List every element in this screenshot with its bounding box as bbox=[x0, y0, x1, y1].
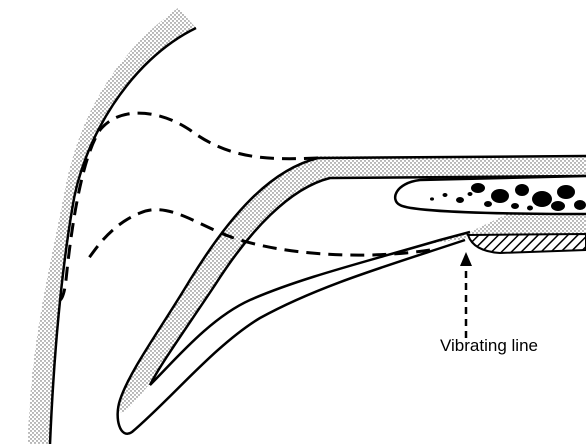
vibrating-line-arrowhead bbox=[460, 252, 472, 266]
vibrating-line-label: Vibrating line bbox=[440, 336, 538, 356]
hatched-structure bbox=[468, 234, 586, 253]
